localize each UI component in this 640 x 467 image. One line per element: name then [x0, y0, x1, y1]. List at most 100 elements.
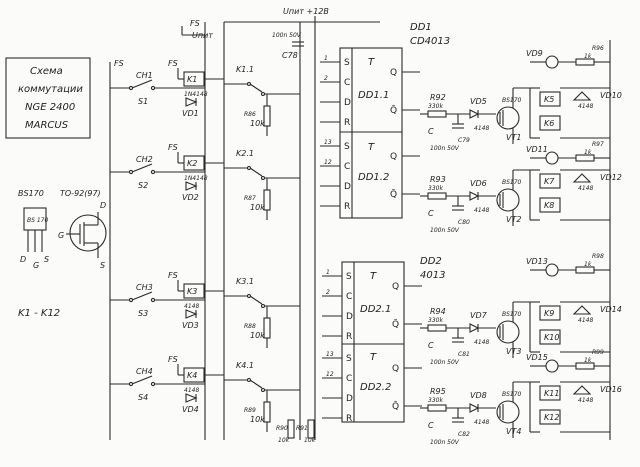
- relay-label: K2: [187, 159, 197, 168]
- switch-label: S4: [138, 393, 148, 402]
- resistor-3-label: R91: [296, 425, 308, 432]
- ic-pin-s: S: [344, 142, 350, 152]
- cap-symbol-label: C: [428, 421, 434, 430]
- ic-pin-s: S: [346, 354, 352, 364]
- title-line-3: NGE 2400: [25, 102, 75, 113]
- ic-pin-number: 2: [326, 289, 330, 296]
- led-resistor-label: R97: [592, 141, 604, 148]
- series-resistor: [427, 324, 447, 332]
- ic-pin-r: R: [344, 202, 350, 212]
- led-resistor-label: R99: [592, 349, 604, 356]
- mosfet-type: BS170: [502, 179, 522, 186]
- series-resistor-label: R92: [430, 93, 446, 102]
- dd21-label: DD2.1: [360, 304, 391, 315]
- title-line-4: MARCUS: [25, 120, 69, 131]
- gate-diode-value: 4148: [474, 339, 489, 346]
- resistor-value: 10k: [250, 331, 265, 340]
- diode-label: VD4: [182, 405, 199, 414]
- series-resistor-value: 330k: [428, 397, 443, 404]
- ic-pin-d: D: [346, 394, 353, 404]
- fs-top-label: FS: [190, 19, 200, 28]
- series-resistor-value: 330k: [428, 185, 443, 192]
- mosfet-label: VT1: [506, 133, 521, 142]
- relay-label: K3: [187, 287, 197, 296]
- mosfet-type: BS170: [502, 311, 522, 318]
- freewheel-value: 4148: [578, 185, 593, 192]
- ic-pin-qbar: Q̄: [392, 400, 399, 412]
- flyback-diode: [185, 393, 198, 403]
- title-line-1: Схема: [30, 66, 63, 77]
- ic-pin-qbar: Q̄: [390, 188, 397, 200]
- resistor-2: [287, 419, 295, 439]
- gate-diode: [469, 403, 480, 413]
- c78-value: 100n 50V: [272, 32, 302, 39]
- ic-pin-s: S: [344, 58, 350, 68]
- led-label: VD11: [526, 145, 548, 154]
- relay-coil-a: [539, 91, 561, 107]
- series-resistor-value: 330k: [428, 317, 443, 324]
- fs-left-label: FS: [114, 59, 124, 68]
- cap-label: C81: [458, 351, 470, 358]
- cap-value: 100n 50V: [430, 227, 460, 234]
- series-resistor: [427, 192, 447, 200]
- diode-value: 1N4148: [184, 91, 208, 98]
- series-resistor-value: 330k: [428, 103, 443, 110]
- ic-pin-number: 12: [324, 159, 332, 166]
- title-line-2: коммутации: [18, 84, 83, 95]
- contact-label: K3.1: [236, 277, 254, 286]
- diode-label: VD2: [182, 193, 199, 202]
- cap-label: C79: [458, 137, 470, 144]
- ic-pin-d: D: [344, 182, 351, 192]
- resistor-label: R86: [244, 111, 256, 118]
- pull-resistor: [263, 401, 271, 423]
- channel-label: CH3: [136, 283, 153, 292]
- contact-label: K1.1: [236, 65, 254, 74]
- fs-label: FS: [168, 143, 178, 152]
- gate-diode: [469, 191, 480, 201]
- cap-value: 100n 50V: [430, 359, 460, 366]
- channel-label: CH4: [136, 367, 153, 376]
- mosfet-type: BS170: [502, 97, 522, 104]
- freewheel-value: 4148: [578, 317, 593, 324]
- relay-coil-b: [539, 115, 561, 131]
- ic-pin-q: Q: [390, 68, 397, 78]
- gate-diode-value: 4148: [474, 207, 489, 214]
- relay-a-label: K5: [544, 95, 554, 104]
- led-label: VD9: [526, 49, 543, 58]
- relay-b-label: K6: [544, 119, 554, 128]
- freewheel-diode: [572, 91, 592, 101]
- diode-value: 1N4148: [184, 175, 208, 182]
- led-resistor-value: 1k: [584, 357, 592, 364]
- ic-pin-r: R: [346, 332, 352, 342]
- freewheel-label: VD14: [600, 305, 622, 314]
- ic-pin-qbar: Q̄: [390, 104, 397, 116]
- bs170-legend-label: BS170: [18, 189, 44, 198]
- pkg-pin-d: D: [20, 255, 26, 264]
- ic-pin-s: S: [346, 272, 352, 282]
- ic-pin-r: R: [346, 414, 352, 424]
- switch-label: S2: [138, 181, 148, 190]
- resistor-value: 10k: [250, 203, 265, 212]
- to92-label: TO-92(97): [60, 189, 101, 198]
- ic-pin-d: D: [344, 98, 351, 108]
- dd1-type: CD4013: [410, 36, 450, 47]
- ic-pin-number: 1: [326, 269, 330, 276]
- series-resistor: [427, 110, 447, 118]
- diode-value: 4148: [184, 303, 199, 310]
- cap-symbol-label: C: [428, 127, 434, 136]
- series-resistor: [427, 404, 447, 412]
- mosfet-type: BS170: [502, 391, 522, 398]
- dd12-label: DD1.2: [358, 172, 389, 183]
- resistor-label: R87: [244, 195, 256, 202]
- relay-coil-b: [539, 329, 561, 345]
- ic-pin-c: C: [344, 162, 350, 172]
- pkg-pin-g: G: [33, 261, 39, 270]
- freewheel-label: VD10: [600, 91, 622, 100]
- ic-pin-number: 12: [326, 371, 334, 378]
- relay-coil-a: [539, 385, 561, 401]
